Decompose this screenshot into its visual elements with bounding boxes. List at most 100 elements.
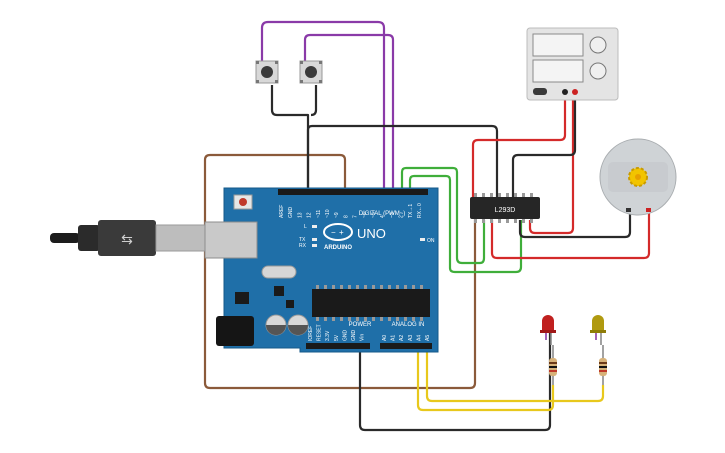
tx-led-label: TX <box>299 237 306 243</box>
black-wire-button2[interactable] <box>310 85 318 117</box>
display-voltage <box>532 33 584 57</box>
mcu-pin <box>420 317 423 321</box>
mcu-pin <box>396 317 399 321</box>
black-wire-gnd-top[interactable] <box>306 124 499 197</box>
black-wire-supply[interactable] <box>511 93 577 197</box>
digital-pin-label: ~6 <box>362 212 368 218</box>
analog-pin-label: A4 <box>416 335 422 341</box>
mcu-pin <box>332 317 335 321</box>
crystal <box>261 265 297 279</box>
display-current <box>532 59 584 83</box>
mcu-pin <box>396 285 399 289</box>
usb-cable: ⇆ <box>50 220 207 256</box>
model-label: UNO <box>357 226 386 241</box>
svg-text:−: − <box>331 228 336 237</box>
knob-voltage[interactable] <box>589 36 607 54</box>
digital-pin-label: ~10 <box>325 209 331 218</box>
green-wire-2[interactable] <box>408 174 523 274</box>
arduino-logo-icon <box>323 223 353 241</box>
digital-pin-label: ~5 <box>371 212 377 218</box>
analog-header <box>380 343 432 349</box>
mcu-pin <box>380 285 383 289</box>
black-wire-motor[interactable] <box>518 205 632 239</box>
atmega-chip <box>312 289 430 317</box>
red-wire-motor[interactable] <box>490 205 651 260</box>
brown-wire[interactable] <box>203 153 477 390</box>
power-supply[interactable] <box>526 27 619 101</box>
digital-pin-label: 8 <box>343 215 349 218</box>
power-pin-label: IOREF <box>308 326 314 341</box>
digital-pin-label: ~3 <box>389 212 395 218</box>
digital-pin-label: 13 <box>297 212 303 218</box>
mcu-pin <box>324 317 327 321</box>
analog-header-label: ANALOG IN <box>392 322 425 328</box>
resistor-2[interactable] <box>599 345 607 385</box>
digital-pin-label: 2 <box>399 215 405 218</box>
resistor-1[interactable] <box>549 345 557 385</box>
analog-pin-label: A5 <box>425 335 431 341</box>
digital-pin-label: RX←0 <box>417 203 423 218</box>
mcu-pin <box>316 285 319 289</box>
led-yellow[interactable] <box>590 315 606 345</box>
knob-current[interactable] <box>589 62 607 80</box>
power-switch[interactable] <box>533 88 547 95</box>
power-header-label: POWER <box>349 322 372 328</box>
mcu-pin <box>340 317 343 321</box>
terminal-black[interactable] <box>562 89 568 95</box>
power-pin-label: GND <box>342 330 348 342</box>
purple-wire-2[interactable] <box>303 33 395 190</box>
purple-wire-1[interactable] <box>260 20 386 190</box>
mcu-pin <box>404 317 407 321</box>
mcu-pin <box>372 285 375 289</box>
usb-port <box>204 221 258 259</box>
mcu-pin <box>388 317 391 321</box>
red-wire-supply[interactable] <box>471 93 567 197</box>
wires <box>203 20 651 432</box>
pushbutton-1[interactable] <box>255 60 279 84</box>
digital-pin-label: ~9 <box>334 212 340 218</box>
yellow-wire-1[interactable] <box>416 350 555 412</box>
terminal-red[interactable] <box>572 89 578 95</box>
dc-jack <box>216 316 254 346</box>
mcu-pin <box>324 285 327 289</box>
rx-led-label: RX <box>299 243 307 249</box>
mcu-pin <box>348 317 351 321</box>
chip-label: L293D <box>495 207 516 214</box>
mcu-pin <box>412 317 415 321</box>
mcu-pin <box>356 285 359 289</box>
pushbutton-2[interactable] <box>299 60 323 84</box>
mcu-pin <box>420 285 423 289</box>
analog-pin-label: A1 <box>391 335 397 341</box>
power-pin-label: 5V <box>334 334 340 341</box>
l-led-label: L <box>304 224 307 230</box>
dc-motor[interactable] <box>599 138 677 216</box>
power-pin-label: 3.3V <box>325 330 331 341</box>
mcu-pin <box>388 285 391 289</box>
power-pin-label: GND <box>351 330 357 342</box>
digital-pin-label: 7 <box>353 215 359 218</box>
mcu-pin <box>316 317 319 321</box>
mcu-pin <box>364 285 367 289</box>
mcu-pin <box>404 285 407 289</box>
led-red[interactable] <box>540 315 556 345</box>
yellow-wire-2[interactable] <box>425 350 605 403</box>
digital-header <box>278 189 428 195</box>
mcu-pin <box>364 317 367 321</box>
mcu-pin <box>380 317 383 321</box>
green-wire-1[interactable] <box>400 166 486 265</box>
black-wire-buttons[interactable] <box>270 85 310 190</box>
power-pin-label: Vin <box>360 334 366 341</box>
l293d-chip[interactable]: L293D <box>470 193 540 223</box>
black-wire-bottom[interactable] <box>358 330 552 432</box>
analog-pin-label: A3 <box>408 335 414 341</box>
red-wire-supply-2[interactable] <box>528 93 575 235</box>
analog-pin-label: A0 <box>382 335 388 341</box>
svg-text:+: + <box>339 228 344 237</box>
digital-pin-label: TX→1 <box>408 204 414 218</box>
analog-pin-label: A2 <box>399 335 405 341</box>
